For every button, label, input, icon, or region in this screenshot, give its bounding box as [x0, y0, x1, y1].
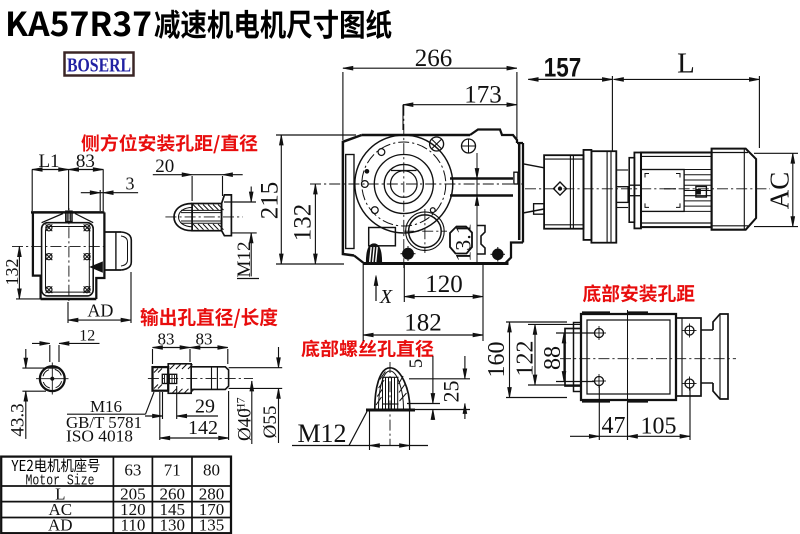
svg-text:160: 160 — [484, 342, 510, 378]
svg-text:H7: H7 — [234, 397, 248, 412]
svg-text:M12: M12 — [297, 419, 346, 448]
svg-text:80: 80 — [203, 461, 220, 480]
svg-text:L: L — [55, 485, 65, 504]
svg-text:122: 122 — [512, 341, 538, 377]
svg-text:Ø40: Ø40 — [235, 408, 256, 441]
svg-text:25: 25 — [439, 381, 464, 403]
svg-text:170: 170 — [199, 500, 225, 519]
svg-text:120: 120 — [425, 271, 463, 298]
svg-text:135: 135 — [199, 516, 225, 534]
svg-text:120: 120 — [120, 500, 146, 519]
svg-text:3: 3 — [126, 174, 135, 194]
svg-text:110: 110 — [120, 516, 145, 534]
svg-text:BOSERL: BOSERL — [67, 55, 131, 77]
svg-text:L1: L1 — [38, 151, 59, 172]
svg-text:83: 83 — [196, 330, 213, 349]
svg-text:145: 145 — [159, 500, 185, 519]
svg-text:260: 260 — [159, 485, 185, 504]
svg-text:GB/T 5781: GB/T 5781 — [66, 413, 142, 432]
svg-text:12: 12 — [79, 328, 95, 345]
svg-text:157: 157 — [544, 52, 582, 82]
svg-text:142: 142 — [188, 417, 218, 439]
svg-text:215: 215 — [257, 182, 284, 220]
svg-text:Motor Size: Motor Size — [26, 474, 95, 490]
svg-text:29: 29 — [195, 396, 215, 418]
svg-text:AD: AD — [87, 301, 113, 321]
svg-text:266: 266 — [415, 45, 453, 72]
svg-text:M16: M16 — [90, 397, 122, 416]
svg-text:280: 280 — [199, 485, 225, 504]
svg-text:132: 132 — [2, 259, 22, 286]
svg-text:Ø55: Ø55 — [260, 406, 281, 439]
svg-text:130: 130 — [159, 516, 185, 534]
svg-text:173: 173 — [464, 82, 502, 109]
svg-text:20: 20 — [155, 156, 174, 177]
svg-text:43.3: 43.3 — [8, 403, 29, 436]
svg-text:X: X — [379, 286, 393, 308]
svg-text:AC: AC — [764, 172, 794, 210]
svg-text:71: 71 — [164, 461, 181, 480]
svg-text:AC: AC — [48, 500, 72, 519]
svg-text:M12: M12 — [234, 242, 255, 278]
svg-text:88: 88 — [540, 346, 566, 370]
svg-text:83: 83 — [158, 330, 175, 349]
svg-text:ISO 4018: ISO 4018 — [66, 427, 133, 446]
svg-text:205: 205 — [120, 485, 146, 504]
svg-text:L: L — [677, 48, 695, 80]
svg-text:47: 47 — [602, 413, 626, 439]
svg-text:AD: AD — [48, 516, 73, 534]
svg-text:105: 105 — [641, 414, 677, 440]
svg-text:83: 83 — [76, 151, 95, 172]
svg-text:5: 5 — [406, 359, 427, 369]
svg-text:182: 182 — [404, 310, 442, 337]
svg-text:132: 132 — [290, 204, 317, 242]
svg-text:63: 63 — [124, 461, 141, 480]
